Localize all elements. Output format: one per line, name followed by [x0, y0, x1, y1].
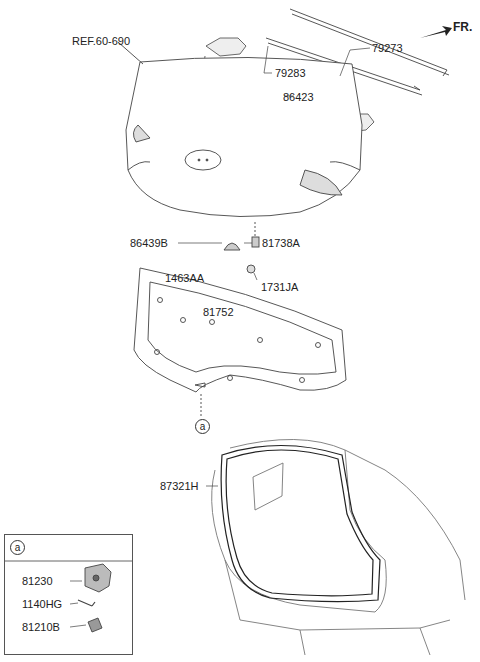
leaders	[157, 46, 370, 322]
callout-number: 79273	[372, 42, 403, 54]
callout-number: 81738A	[262, 237, 300, 249]
trim-panel	[134, 268, 346, 392]
latch	[70, 564, 111, 632]
callout-number: 1463AA	[165, 272, 204, 284]
detail-inset: 81230 1140HG 81210B a	[4, 534, 133, 655]
plug	[247, 265, 255, 273]
callout-number: 86423	[283, 91, 314, 103]
bumper	[224, 243, 240, 250]
callout-number: 79283	[275, 67, 306, 79]
bumper	[252, 237, 259, 247]
callout-number: 81210B	[22, 621, 60, 633]
direction-label: FR.	[453, 21, 472, 33]
callout-number: 1140HG	[22, 598, 62, 610]
callout-number: 81752	[203, 306, 234, 318]
callout-number: 86439B	[130, 237, 168, 249]
callout-number: 81230	[22, 575, 53, 587]
detail-marker: a	[10, 540, 25, 555]
inset-divider	[5, 561, 132, 562]
leader	[206, 486, 218, 487]
trunk-lid	[126, 57, 362, 216]
weatherstrip	[221, 446, 380, 602]
reference-label: REF.60-690	[72, 35, 130, 47]
detail-marker: a	[195, 419, 210, 434]
callout-number: 1731JA	[261, 281, 298, 293]
front-arrow	[420, 26, 452, 38]
car-body	[212, 439, 465, 655]
callout-number: 87321H	[160, 480, 199, 492]
leader	[201, 394, 202, 418]
detail-letter: a	[200, 421, 206, 432]
detail-letter: a	[15, 542, 21, 553]
